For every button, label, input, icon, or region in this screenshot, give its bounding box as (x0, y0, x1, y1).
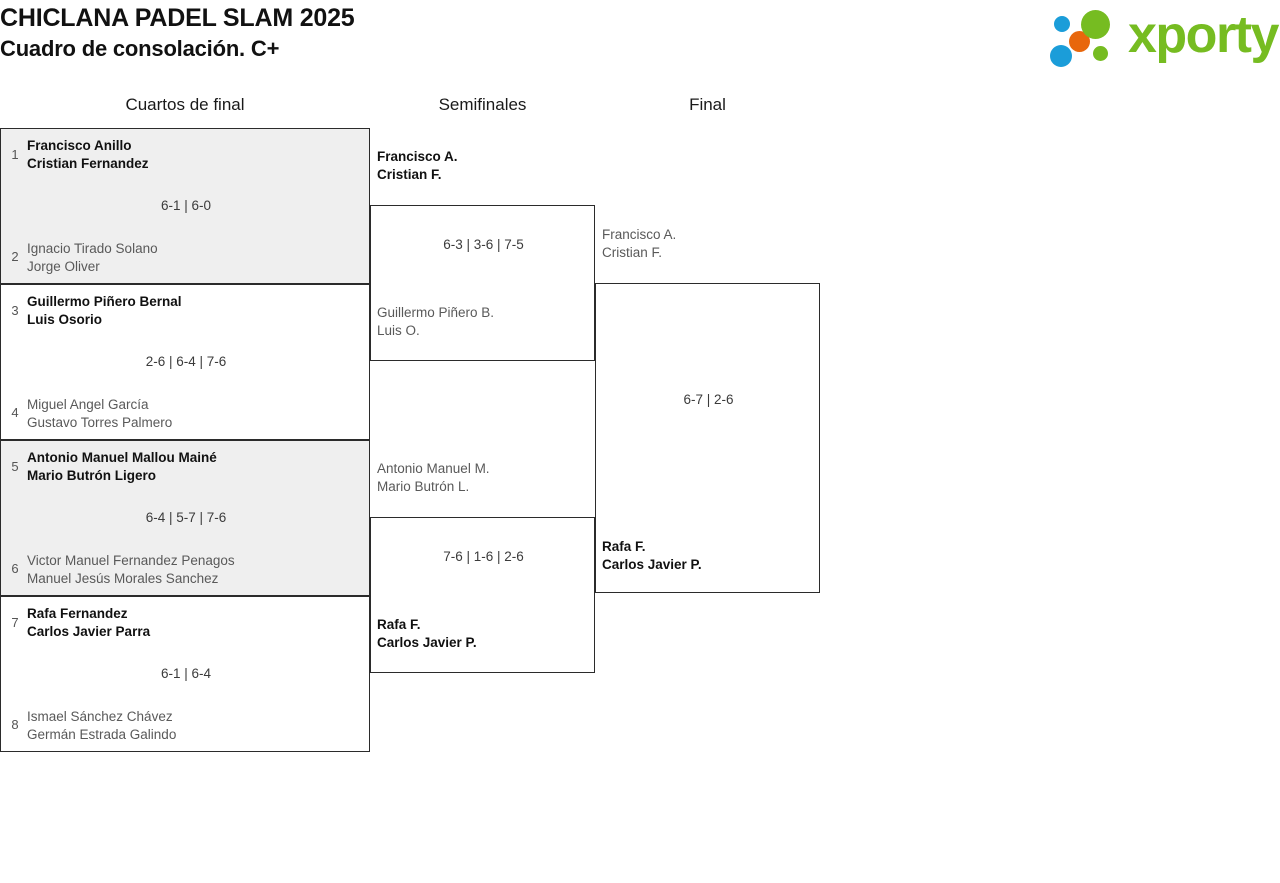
match-score: 6-7 | 2-6 (683, 392, 734, 407)
semifinal-1-bottom-team-line1: Guillermo Piñero B. (377, 305, 495, 320)
match-score: 6-1 | 6-0 (160, 198, 212, 213)
match-score: 2-6 | 6-4 | 7-6 (145, 354, 227, 369)
semifinal-2-bottom-team-line1: Rafa F. (377, 617, 421, 632)
final-bottom-team-line1: Rafa F. (602, 539, 646, 554)
seed-number: 7 (11, 615, 19, 630)
match-final[interactable]: 6-7 | 2-6 (595, 283, 820, 593)
match-semifinal-1[interactable]: 6-3 | 3-6 | 7-5 (370, 205, 595, 361)
seed-number: 2 (11, 249, 19, 264)
team-name: Rafa Fernandez (27, 606, 128, 621)
team-name: Francisco Anillo (27, 138, 132, 153)
round-header-semifinals: Semifinales (438, 95, 527, 114)
match-quarterfinal-1[interactable]: 1 Francisco Anillo Cristian Fernandez 6-… (0, 128, 370, 284)
seed-number: 6 (11, 561, 19, 576)
xporty-logo: xporty (1050, 6, 1279, 68)
logo-wordmark: xporty (1128, 6, 1279, 64)
match-score: 6-3 | 3-6 | 7-5 (443, 237, 524, 252)
round-header-quarterfinals: Cuartos de final (125, 95, 245, 114)
semifinal-2-bottom-team-line2: Carlos Javier P. (377, 635, 477, 650)
semifinal-1-bottom-team-line2: Luis O. (377, 323, 420, 338)
seed-number: 3 (11, 303, 19, 318)
team-name: Germán Estrada Galindo (27, 727, 177, 742)
match-quarterfinal-4[interactable]: 7 Rafa Fernandez Carlos Javier Parra 6-1… (0, 596, 370, 752)
team-name: Antonio Manuel Mallou Mainé (27, 450, 217, 465)
semifinal-1-top-team-line1: Francisco A. (377, 149, 458, 164)
seed-number: 4 (11, 405, 19, 420)
page-subtitle: Cuadro de consolación. C+ (0, 36, 280, 61)
team-name: Manuel Jesús Morales Sanchez (27, 571, 219, 586)
team-name: Guillermo Piñero Bernal (27, 294, 182, 309)
semifinal-2-top-team-line1: Antonio Manuel M. (377, 461, 490, 476)
final-bottom-team-line2: Carlos Javier P. (602, 557, 702, 572)
team-name: Carlos Javier Parra (27, 624, 151, 639)
team-name: Victor Manuel Fernandez Penagos (27, 553, 235, 568)
seed-number: 5 (11, 459, 19, 474)
match-semifinal-2[interactable]: 7-6 | 1-6 | 2-6 (370, 517, 595, 673)
dot-green-large (1081, 10, 1110, 39)
match-quarterfinal-2[interactable]: 3 Guillermo Piñero Bernal Luis Osorio 2-… (0, 284, 370, 440)
seed-number: 1 (11, 147, 19, 162)
match-score: 7-6 | 1-6 | 2-6 (443, 549, 524, 564)
match-quarterfinal-3[interactable]: 5 Antonio Manuel Mallou Mainé Mario Butr… (0, 440, 370, 596)
team-name: Gustavo Torres Palmero (27, 415, 173, 430)
dot-blue-large (1050, 45, 1072, 67)
match-score: 6-1 | 6-4 (160, 666, 212, 681)
page-title: CHICLANA PADEL SLAM 2025 (0, 4, 355, 32)
team-name: Luis Osorio (27, 312, 103, 327)
final-top-team-line2: Cristian F. (602, 245, 663, 260)
team-name: Ignacio Tirado Solano (27, 241, 158, 256)
logo-dots (1050, 8, 1128, 67)
team-name: Jorge Oliver (27, 259, 100, 274)
team-name: Ismael Sánchez Chávez (27, 709, 173, 724)
semifinal-1-top-team-line2: Cristian F. (377, 167, 442, 182)
round-header-final: Final (689, 95, 726, 114)
semifinal-2-top-team-line2: Mario Butrón L. (377, 479, 470, 494)
dot-green-small (1093, 46, 1108, 61)
seed-number: 8 (11, 717, 19, 732)
team-name: Cristian Fernandez (27, 156, 149, 171)
dot-orange (1069, 31, 1090, 52)
match-score: 6-4 | 5-7 | 7-6 (145, 510, 227, 525)
team-name: Miguel Angel García (27, 397, 149, 412)
final-top-team-line1: Francisco A. (602, 227, 677, 242)
team-name: Mario Butrón Ligero (27, 468, 156, 483)
dot-blue-small (1054, 16, 1070, 32)
